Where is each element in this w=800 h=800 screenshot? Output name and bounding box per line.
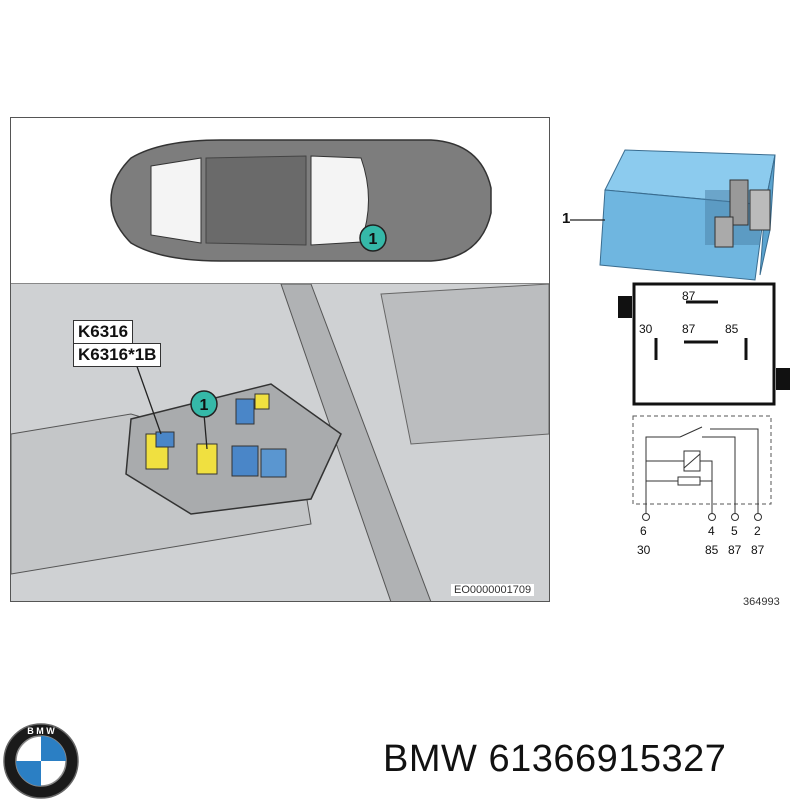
callout-number: 1 — [369, 231, 378, 248]
part-title: BMW 61366915327 — [383, 738, 726, 781]
schematic-pin: 5 — [731, 524, 738, 538]
connector-blue — [260, 448, 287, 478]
callout-number: 1 — [200, 397, 209, 414]
installation-diagram: 1 1 K6316 K6316*1B EO0000001709 — [10, 117, 550, 602]
car-top-view: 1 — [11, 118, 549, 283]
relay-callout: 1 — [562, 210, 571, 227]
callout-circle — [190, 390, 218, 418]
pin-label-right: 85 — [725, 322, 739, 336]
connector-blue — [231, 445, 259, 477]
relay-schematic — [632, 415, 772, 521]
pin-label-mid: 87 — [682, 322, 696, 336]
relay-illustration — [570, 149, 776, 281]
image-code: EO0000001709 — [451, 584, 535, 596]
drawing-number: 364993 — [743, 596, 780, 608]
schematic-pin: 6 — [640, 524, 647, 538]
pin-label-left: 30 — [639, 322, 653, 336]
schematic-terminal: 30 — [637, 543, 651, 557]
location-label: K6316*1B — [73, 343, 162, 367]
brand-name: BMW — [383, 738, 478, 780]
part-number: 61366915327 — [488, 738, 727, 780]
connector-yellow — [254, 393, 270, 410]
relay-pinout — [618, 282, 790, 406]
schematic-terminal: 87 — [751, 543, 765, 557]
schematic-pin: 2 — [754, 524, 761, 538]
schematic-terminal: 87 — [728, 543, 742, 557]
pin-label-top: 87 — [682, 289, 696, 303]
schematic-terminal: 85 — [705, 543, 719, 557]
bmw-logo-icon: B M W — [3, 723, 79, 799]
callout-circle — [359, 224, 387, 252]
schematic-pin: 4 — [708, 524, 715, 538]
location-label: K6316 — [73, 320, 134, 344]
svg-text:B M W: B M W — [27, 726, 55, 736]
connector-blue — [235, 398, 255, 425]
